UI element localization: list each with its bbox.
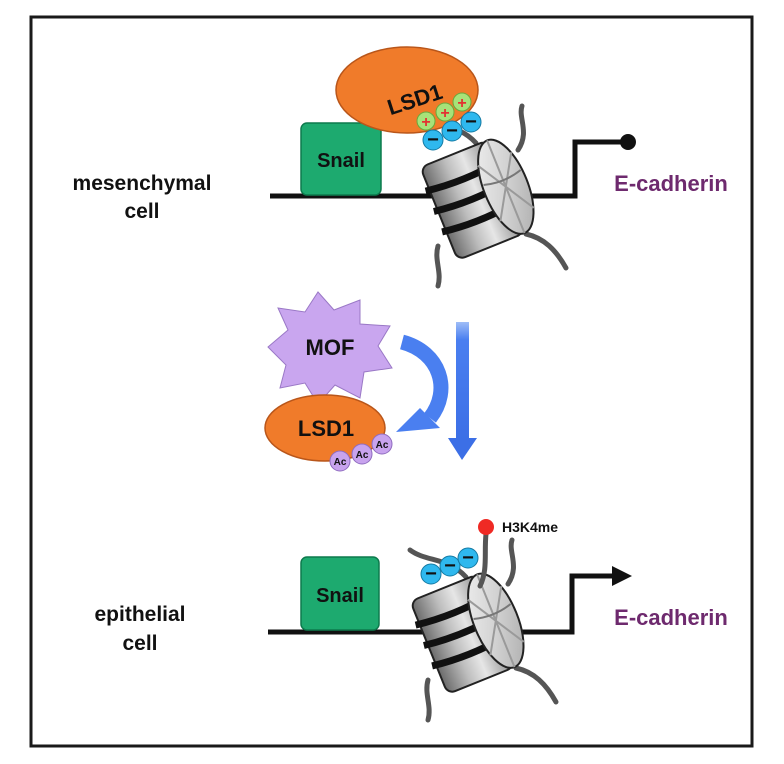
mof-label: MOF (306, 335, 355, 360)
cell-label-epithelial: epithelial (94, 603, 185, 626)
cell-label-mesenchymal: mesenchymal (73, 172, 212, 195)
activation-arrow-head (612, 566, 632, 586)
acetylation-arrow (399, 334, 449, 423)
negative-charges-top: − − − (422, 111, 482, 151)
cell-label-mesenchymal-2: cell (124, 200, 159, 223)
snail-protein-top (300, 122, 382, 196)
transition-arrow-shaft (456, 322, 469, 440)
mesenchymal-panel: Snail LSD1 + + + − − − mesenchymal cell … (73, 46, 728, 286)
lsd1-label-middle: LSD1 (298, 416, 354, 441)
ac-label-1: Ac (334, 457, 347, 468)
plus-sign-1: + (421, 114, 430, 131)
mof-enzyme (267, 291, 393, 405)
minus-sign-b3: − (462, 547, 474, 569)
negative-charges-bottom: − − − (420, 547, 479, 585)
snail-protein-bottom (300, 556, 380, 631)
plus-sign-2: + (440, 105, 449, 122)
ac-label-2: Ac (356, 450, 369, 461)
lsd1-protein-acetylated (264, 394, 386, 462)
positive-charges: + + + (416, 92, 472, 131)
repression-dot (620, 134, 636, 150)
minus-sign-2: − (446, 120, 458, 142)
acetyl-groups: Ac Ac Ac (329, 433, 393, 472)
dna-strand-top (270, 139, 628, 199)
gene-label-bottom: E-cadherin (614, 605, 728, 630)
cell-label-epithelial-2: cell (122, 632, 157, 655)
ac-label-3: Ac (376, 440, 389, 451)
histone-tail-h3 (477, 531, 489, 589)
snail-label-bottom: Snail (316, 585, 364, 607)
minus-sign-b2: − (444, 555, 456, 577)
plus-sign-3: + (457, 95, 466, 112)
dna-strand-bottom (268, 573, 615, 635)
transition-panel: MOF LSD1 Ac Ac Ac (264, 291, 477, 472)
minus-sign-3: − (465, 111, 477, 133)
methyl-mark (478, 519, 494, 535)
h3k4me-label: H3K4me (502, 519, 558, 535)
transition-arrow-head (448, 438, 477, 460)
epithelial-panel: Snail H3K4me − − − epithelial cell E-cad… (94, 519, 728, 720)
minus-sign-b1: − (425, 563, 437, 585)
snail-label-top: Snail (317, 150, 365, 172)
acetylation-arrow-head (396, 408, 440, 432)
gene-label-top: E-cadherin (614, 171, 728, 196)
minus-sign-1: − (427, 129, 439, 151)
